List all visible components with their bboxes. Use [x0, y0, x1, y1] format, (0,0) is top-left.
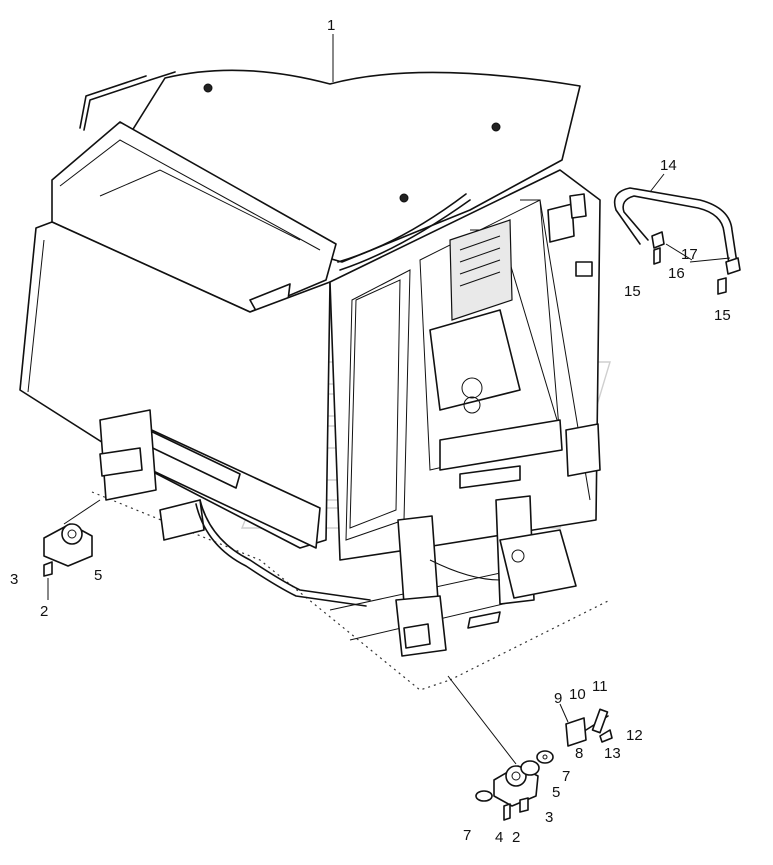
callout-5-left: 5 [94, 567, 102, 584]
callout-3-right: 3 [545, 809, 553, 826]
hydraulic-lines [195, 499, 501, 607]
callout-11: 11 [592, 678, 608, 695]
callout-4: 4 [495, 829, 503, 846]
callout-3-left: 3 [10, 571, 18, 588]
callout-17: 17 [681, 246, 698, 263]
callout-12: 12 [626, 727, 643, 744]
callout-16: 16 [668, 265, 685, 282]
callout-10: 10 [569, 686, 586, 703]
grab-handle-parts [613, 187, 741, 295]
cab-posts [99, 409, 577, 657]
callout-7-right: 7 [562, 768, 570, 785]
right-mount-parts [447, 675, 613, 821]
callout-1: 1 [327, 17, 335, 34]
callout-15-left: 15 [624, 283, 641, 300]
callout-2-left: 2 [40, 603, 48, 620]
left-mount-parts [43, 499, 101, 600]
callout-8: 8 [575, 745, 583, 762]
callout-labels: 1 2 2 3 3 4 5 5 7 7 8 9 10 11 12 13 14 1… [10, 17, 731, 846]
callout-2-right: 2 [512, 829, 520, 846]
callout-13: 13 [604, 745, 621, 762]
callout-14: 14 [660, 157, 677, 174]
callout-15-right: 15 [714, 307, 731, 324]
callout-7-left: 7 [463, 827, 471, 844]
callout-5-right: 5 [552, 784, 560, 801]
callout-9: 9 [554, 690, 562, 707]
cab-assembly [19, 69, 601, 561]
